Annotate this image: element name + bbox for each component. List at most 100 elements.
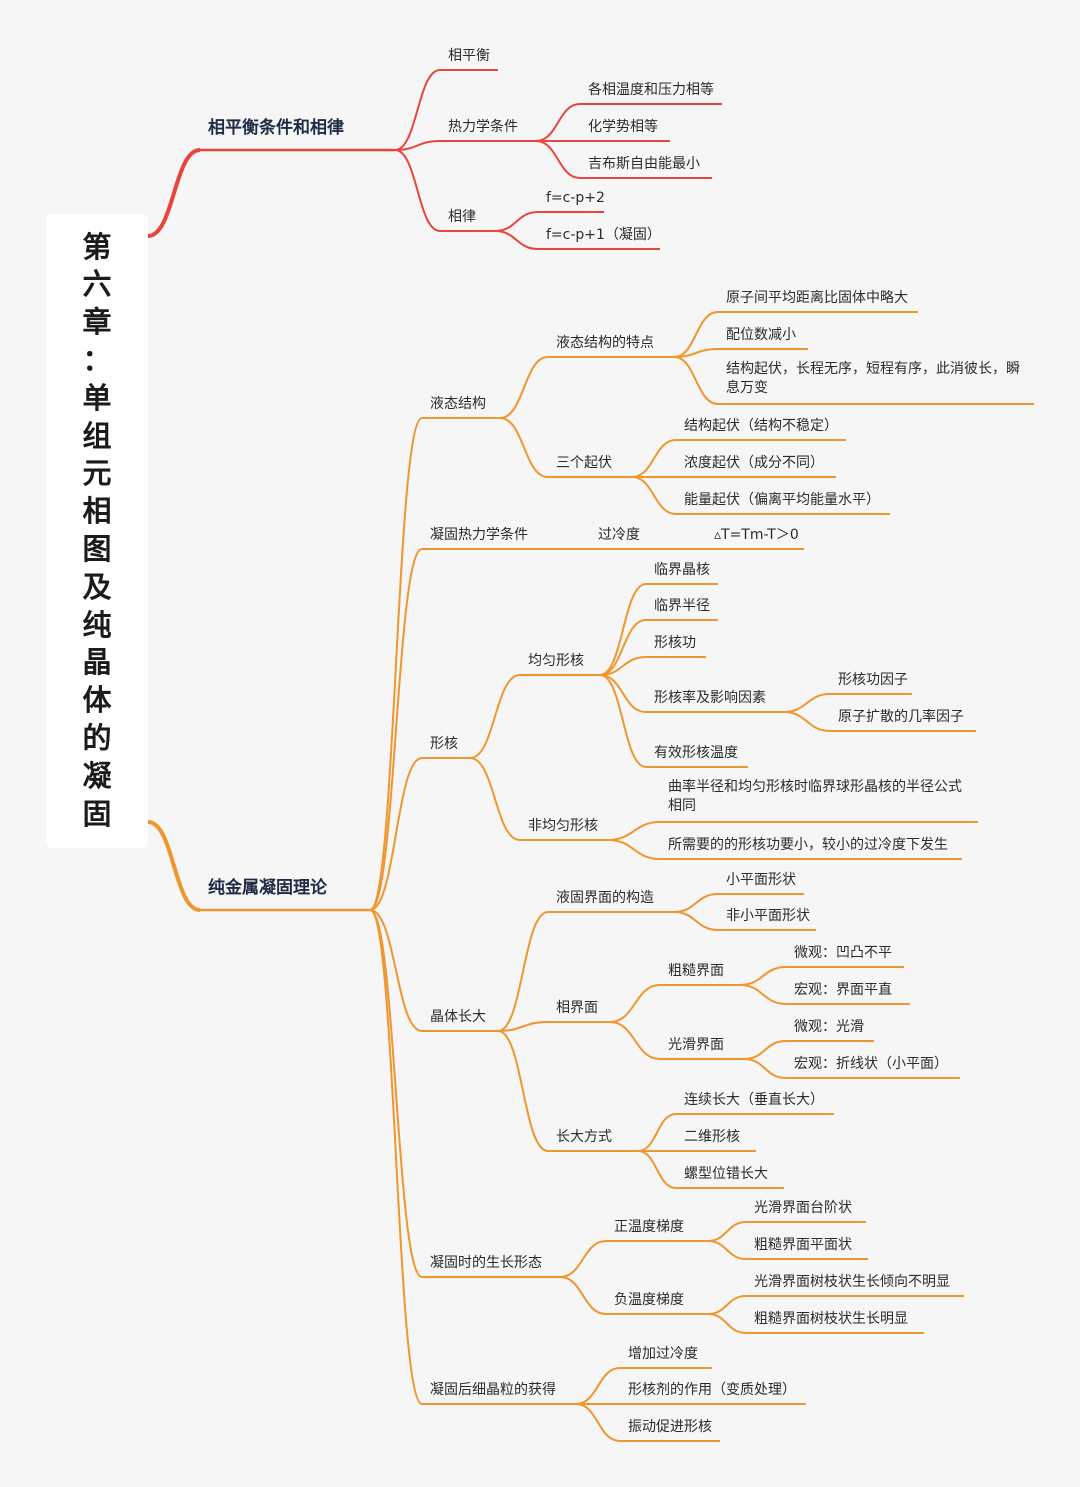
node-p2[interactable]: 粗糙界面平面状 (754, 1237, 852, 1253)
node-pe-n3[interactable]: 相律 (448, 209, 476, 225)
edge-liquid-three-fluc (499, 417, 549, 478)
node-pe-n2a[interactable]: 各相温度和压力相等 (588, 82, 714, 98)
node-f1[interactable]: 增加过冷度 (628, 1346, 698, 1362)
node-pe-n3a[interactable]: f=c-p+2 (546, 190, 605, 206)
node-thermo[interactable]: 凝固热力学条件 (430, 527, 528, 543)
node-n2[interactable]: 粗糙界面树枝状生长明显 (754, 1311, 908, 1327)
edge-phase-face-rough (609, 984, 661, 1023)
root-title-char: 固 (82, 796, 112, 831)
edge-root-solidify (147, 820, 201, 912)
edge-pe-n3-pe-n3a (494, 211, 539, 232)
node-pe-n1[interactable]: 相平衡 (448, 48, 490, 64)
node-phase-eq[interactable]: 相平衡条件和相律 (208, 118, 344, 138)
node-he1[interactable]: 曲率半径和均匀形核时临界球形晶核的半径公式相同 (668, 779, 962, 814)
edge-morph-pos (559, 1240, 607, 1278)
node-lf2[interactable]: 配位数减小 (726, 327, 796, 343)
edge-h4-h4b (783, 711, 831, 732)
root-title-char: ： (82, 343, 112, 378)
node-r1[interactable]: 微观：凹凸不平 (794, 945, 892, 961)
node-morph[interactable]: 凝固时的生长形态 (430, 1255, 542, 1271)
node-h5[interactable]: 有效形核温度 (654, 745, 738, 761)
edge-fine-f3 (575, 1403, 621, 1442)
node-phase-face[interactable]: 相界面 (556, 1000, 598, 1016)
node-r2[interactable]: 宏观：界面平直 (794, 982, 892, 998)
node-h3[interactable]: 形核功 (654, 635, 696, 651)
node-pe-n2[interactable]: 热力学条件 (448, 119, 518, 135)
edge-mode-m1 (637, 1113, 677, 1152)
node-pe-n3b[interactable]: f=c-p+1（凝固） (546, 227, 661, 243)
node-growth[interactable]: 晶体长大 (430, 1009, 486, 1025)
edge-pe-n3-pe-n3b (494, 230, 539, 250)
node-p1[interactable]: 光滑界面台阶状 (754, 1200, 852, 1216)
node-rough[interactable]: 粗糙界面 (668, 963, 724, 979)
node-nucleation[interactable]: 形核 (430, 736, 458, 752)
root-topic[interactable]: 第六章：单组元相图及纯晶体的凝固 (46, 214, 148, 848)
node-liq-feat[interactable]: 液态结构的特点 (556, 335, 654, 351)
edge-solidify-nucleation (369, 757, 423, 911)
root-title: 第六章：单组元相图及纯晶体的凝固 (82, 229, 111, 834)
node-undercool[interactable]: 过冷度 (598, 527, 640, 543)
node-s1[interactable]: 微观：光滑 (794, 1019, 864, 1035)
node-tf2[interactable]: 浓度起伏（成分不同） (684, 455, 824, 471)
node-h2[interactable]: 临界半径 (654, 598, 710, 614)
node-homo[interactable]: 均匀形核 (528, 653, 584, 669)
node-lf1[interactable]: 原子间平均距离比固体中略大 (726, 290, 908, 306)
root-title-char: 相 (82, 494, 112, 529)
node-three-fluc[interactable]: 三个起伏 (556, 455, 612, 471)
edge-homo-h3 (599, 656, 647, 676)
node-liquid[interactable]: 液态结构 (430, 396, 486, 412)
node-h4a[interactable]: 形核功因子 (838, 672, 908, 688)
node-h1[interactable]: 临界晶核 (654, 562, 710, 578)
node-interface[interactable]: 液固界面的构造 (556, 890, 654, 906)
node-m3[interactable]: 螺型位错长大 (684, 1166, 768, 1182)
edge-solidify-fine (369, 909, 423, 1405)
edge-morph-neg (559, 1276, 607, 1315)
node-mode[interactable]: 长大方式 (556, 1129, 612, 1145)
node-h4b[interactable]: 原子扩散的几率因子 (838, 709, 964, 725)
node-hetero[interactable]: 非均匀形核 (528, 818, 598, 834)
root-title-char: 单 (82, 380, 112, 415)
node-he2[interactable]: 所需要的的形核功要小，较小的过冷度下发生 (668, 837, 948, 853)
node-h4[interactable]: 形核率及影响因素 (654, 690, 766, 706)
node-s2[interactable]: 宏观：折线状（小平面） (794, 1056, 948, 1072)
node-smooth[interactable]: 光滑界面 (668, 1037, 724, 1053)
edge-homo-h4 (599, 674, 647, 713)
node-pos[interactable]: 正温度梯度 (614, 1219, 684, 1235)
edge-three-fluc-tf1 (631, 439, 677, 478)
node-i2[interactable]: 非小平面形状 (726, 908, 810, 924)
node-neg[interactable]: 负温度梯度 (614, 1292, 684, 1308)
node-delta-t[interactable]: ▵T=Tm-T＞0 (714, 527, 799, 543)
edge-rough-r2 (739, 984, 787, 1005)
edge-growth-mode (497, 1030, 549, 1152)
edge-pe-n2-pe-n2a (535, 103, 581, 142)
root-title-char: 纯 (82, 607, 112, 642)
root-title-char: 六 (82, 267, 112, 302)
edge-interface-i1 (673, 893, 719, 913)
node-f2[interactable]: 形核剂的作用（变质处理） (628, 1382, 796, 1398)
edge-liquid-liq-feat (499, 356, 549, 419)
edge-smooth-s1 (743, 1040, 787, 1060)
node-lf3[interactable]: 结构起伏，长程无序，短程有序，此消彼长，瞬息万变 (726, 361, 1020, 396)
edge-homo-h2 (599, 619, 647, 676)
node-m2[interactable]: 二维形核 (684, 1129, 740, 1145)
node-m1[interactable]: 连续长大（垂直长大） (684, 1092, 824, 1108)
node-pe-n2c[interactable]: 吉布斯自由能最小 (588, 156, 700, 172)
root-title-char: 章 (82, 305, 112, 340)
edge-root-phase-eq (147, 148, 201, 238)
node-i1[interactable]: 小平面形状 (726, 872, 796, 888)
root-title-char: 组 (82, 418, 112, 453)
node-tf3[interactable]: 能量起伏（偏离平均能量水平） (684, 492, 880, 508)
edge-fine-f1 (575, 1367, 621, 1405)
edge-neg-n1 (707, 1295, 747, 1315)
node-f3[interactable]: 振动促进形核 (628, 1419, 712, 1435)
edge-pos-p2 (707, 1240, 747, 1260)
edge-homo-h1 (599, 583, 647, 676)
node-pe-n2b[interactable]: 化学势相等 (588, 119, 658, 135)
node-tf1[interactable]: 结构起伏（结构不稳定） (684, 418, 838, 434)
node-fine[interactable]: 凝固后细晶粒的获得 (430, 1382, 556, 1398)
node-n1[interactable]: 光滑界面树枝状生长倾向不明显 (754, 1274, 950, 1290)
root-title-char: 图 (82, 532, 112, 566)
node-solidify[interactable]: 纯金属凝固理论 (208, 878, 327, 898)
